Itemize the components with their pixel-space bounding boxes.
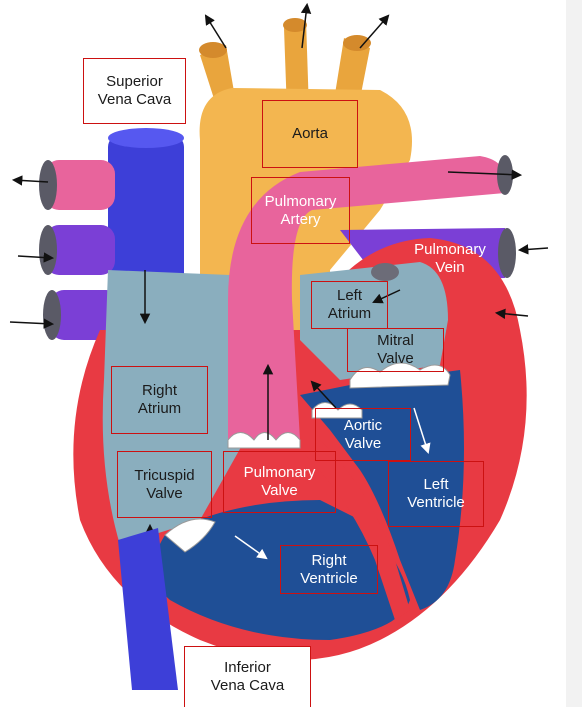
label-pulmonary-valve: Pulmonary Valve [223,451,336,513]
label-left-ventricle: Left Ventricle [388,461,484,527]
label-superior-vena-cava: Superior Vena Cava [83,58,186,124]
label-left-atrium: Left Atrium [311,281,388,329]
flow-arrows [9,2,549,556]
ventricular-septum [305,440,410,620]
label-right-ventricle: Right Ventricle [280,545,378,594]
label-tricuspid-valve: Tricuspid Valve [117,451,212,518]
label-pulmonary-vein: Pulmonary Vein [414,241,486,276]
label-pulmonary-artery: Pulmonary Artery [251,177,350,244]
label-aorta: Aorta [262,100,358,168]
inferior-vena-cava-vessel [118,528,178,690]
label-right-atrium: Right Atrium [111,366,208,434]
pulmonary-artery-vessel [228,156,505,440]
right-ventricle-chamber [153,500,411,640]
left-ventricle-chamber [300,370,464,610]
superior-vena-cava-vessel [108,128,184,300]
label-aortic-valve: Aortic Valve [315,408,411,461]
pulmonary-vein-opening [371,263,399,281]
label-mitral-valve: Mitral Valve [347,328,444,372]
side-panel [566,0,582,707]
flow-arrows-white [234,407,431,560]
label-inferior-vena-cava: Inferior Vena Cava [184,646,311,707]
left-atrium-chamber [300,262,448,380]
right-atrium-chamber [102,270,245,545]
